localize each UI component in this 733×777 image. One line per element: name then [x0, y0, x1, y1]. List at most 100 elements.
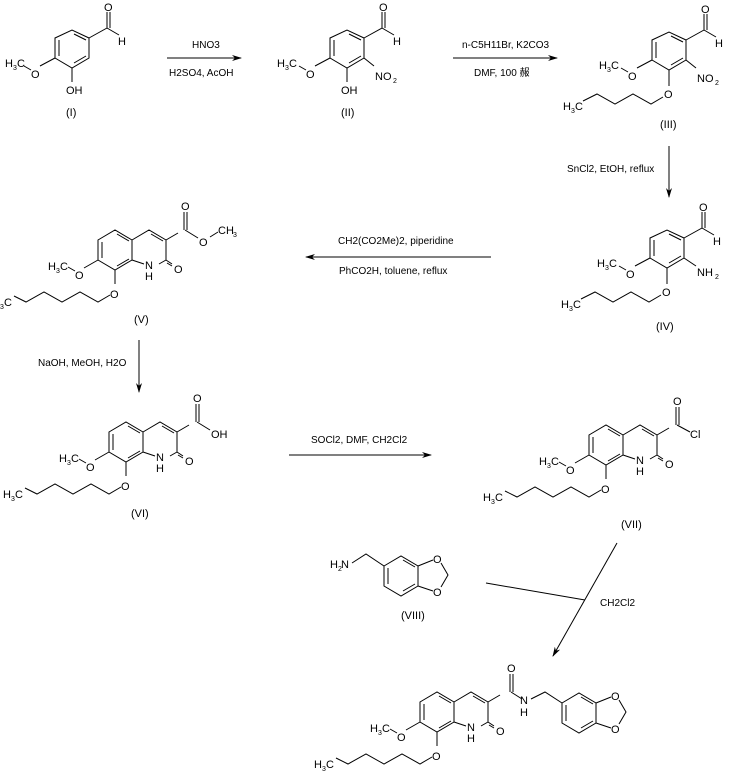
atom-Cl: Cl	[690, 429, 700, 441]
atom-O: O	[75, 270, 84, 282]
atom-O: O	[701, 4, 710, 16]
atom-C: C	[573, 299, 581, 311]
subscript: 3	[569, 306, 573, 313]
atom-C: C	[609, 258, 617, 270]
bond	[13, 229, 179, 303]
atom-O: O	[673, 396, 682, 408]
atom-C: C	[60, 261, 68, 273]
subscript: 2	[338, 566, 342, 573]
subscript: 3	[378, 730, 382, 737]
subscript: 3	[233, 232, 237, 239]
condition-below: PhCO2H, toluene, reflux	[339, 266, 447, 277]
reaction-arrow	[552, 542, 618, 657]
compound-VI-acid: O OH (VI)	[131, 393, 228, 520]
atom-O: O	[432, 751, 441, 763]
atom-O: O	[566, 465, 575, 477]
atom-C: C	[326, 759, 334, 771]
condition-side: NaOH, MeOH, H2O	[38, 358, 127, 369]
atom-C: C	[611, 60, 619, 72]
product-amide: O N H O O	[507, 663, 627, 736]
atom-N: N	[341, 559, 349, 571]
atom-O: O	[86, 462, 95, 474]
atom-OH: OH	[211, 429, 228, 441]
compound-III: O H O H 3 C NO 2 O H 3 C (III)	[563, 4, 723, 131]
step-7: CH2Cl2	[485, 542, 635, 657]
compound-II: O H O H 3 C OH NO 2 (II)	[277, 2, 401, 119]
atom-O: O	[31, 69, 40, 81]
atom-O: O	[199, 237, 208, 249]
atom-NO: NO	[375, 71, 392, 83]
bond	[335, 691, 501, 765]
atom-H: H	[59, 453, 67, 465]
subscript: 3	[607, 67, 611, 74]
step-6: SOCl2, DMF, CH2Cl2	[289, 435, 432, 458]
atom-H: H	[520, 707, 528, 719]
atom-O: O	[699, 202, 708, 214]
atom-NH: NH	[697, 267, 713, 279]
compound-label-V: (V)	[134, 314, 149, 326]
atom-O: O	[433, 554, 442, 566]
atom-H: H	[561, 299, 569, 311]
atom-OH: OH	[341, 85, 358, 97]
atom-O: O	[628, 71, 637, 83]
atom-O: O	[397, 732, 406, 744]
condition-above: n-C5H11Br, K2CO3	[462, 40, 550, 51]
atom-C: C	[551, 456, 559, 468]
subscript: 2	[715, 80, 719, 87]
subscript: 3	[67, 460, 71, 467]
subscript: 3	[56, 268, 60, 275]
atom-C: C	[289, 58, 297, 70]
compound-label-I: (I)	[66, 107, 76, 119]
atom-N: N	[467, 722, 475, 734]
atom-N: N	[145, 260, 153, 272]
atom-H: H	[483, 492, 491, 504]
condition-above: CH2(CO2Me)2, piperidine	[338, 236, 454, 247]
compound-V-ester: O O CH 3 (V)	[134, 201, 237, 326]
atom-O: O	[626, 269, 635, 281]
atom-H: H	[370, 723, 378, 735]
atom-H: H	[713, 236, 721, 248]
compound-label-III: (III)	[660, 119, 677, 131]
step-3: SnCl2, EtOH, reflux	[567, 146, 672, 198]
atom-CH: CH	[218, 225, 234, 237]
compound-label-VII: (VII)	[621, 519, 642, 531]
atom-H: H	[393, 36, 401, 48]
subscript: 3	[571, 108, 575, 115]
subscript: 2	[393, 78, 397, 85]
condition-below: H2SO4, AcOH	[169, 68, 233, 79]
atom-N: N	[520, 695, 528, 707]
atom-O: O	[496, 726, 505, 738]
condition-above: HNO3	[192, 40, 220, 51]
atom-C: C	[382, 723, 390, 735]
atom-C: C	[71, 453, 79, 465]
atom-H: H	[145, 271, 153, 283]
condition-side: SnCl2, EtOH, reflux	[567, 164, 654, 175]
atom-O: O	[193, 393, 202, 405]
condition-above: SOCl2, DMF, CH2Cl2	[311, 435, 408, 446]
atom-H: H	[636, 466, 644, 478]
atom-OH: OH	[66, 85, 83, 97]
atom-N: N	[636, 455, 644, 467]
subscript: 3	[322, 766, 326, 773]
subscript: 3	[11, 496, 15, 503]
bond	[24, 421, 190, 495]
subscript: 3	[547, 463, 551, 470]
atom-H: H	[563, 101, 571, 113]
atom-O: O	[306, 69, 315, 81]
compound-I: O H O H 3 C OH (I)	[5, 2, 126, 119]
compound-VIII: H 2 N O O (VIII)	[330, 553, 449, 622]
atom-H: H	[314, 759, 322, 771]
atom-H: H	[467, 733, 475, 745]
subscript: 2	[715, 274, 719, 281]
step-2: n-C5H11Br, K2CO3 DMF, 100 赧	[453, 40, 558, 79]
atom-O: O	[507, 663, 516, 675]
subscript: 3	[285, 65, 289, 72]
subscript: 3	[0, 304, 4, 311]
step-4: CH2(CO2Me)2, piperidine PhCO2H, toluene,…	[305, 236, 491, 277]
atom-H: H	[3, 489, 11, 501]
atom-N: N	[156, 452, 164, 464]
